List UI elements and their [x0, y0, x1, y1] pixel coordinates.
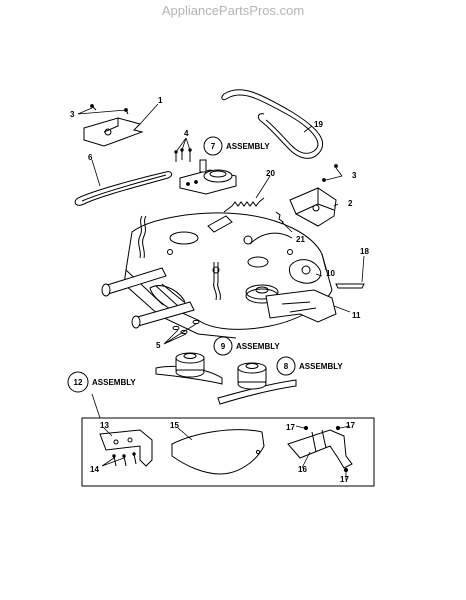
callout-8-assembly: 8 ASSEMBLY — [276, 356, 343, 376]
part-17-nuts[interactable] — [303, 425, 349, 473]
callout-11: 11 — [352, 311, 361, 320]
callout-7-assembly: 7 ASSEMBLY — [203, 136, 270, 156]
part-12-assembly-box — [81, 417, 375, 487]
part-13-bracket[interactable] — [99, 429, 153, 467]
callout-10: 10 — [326, 269, 335, 278]
callout-18: 18 — [360, 247, 369, 256]
deck-front-roller[interactable] — [101, 267, 195, 329]
callout-6: 6 — [88, 153, 93, 162]
leader-lines — [77, 103, 365, 480]
watermark: AppliancePartsPros.com — [162, 3, 304, 18]
callout-3-right: 3 — [352, 171, 357, 180]
part-14-bolts[interactable] — [112, 452, 137, 467]
callout-19: 19 — [314, 120, 323, 129]
callout-15: 15 — [170, 421, 179, 430]
part-6-belt[interactable] — [74, 171, 173, 206]
part-15-shield[interactable] — [171, 429, 265, 475]
callout-3-left: 3 — [70, 110, 75, 119]
deck-chain-center[interactable] — [213, 262, 221, 301]
deck-chain-left[interactable] — [138, 215, 147, 259]
callout-13: 13 — [100, 421, 109, 430]
callout-4: 4 — [184, 129, 189, 138]
callout-12-assembly: 12 ASSEMBLY — [67, 371, 136, 393]
part-20-spring[interactable] — [223, 197, 265, 213]
callout-14: 14 — [90, 465, 99, 474]
part-2-bracket[interactable] — [289, 187, 337, 227]
callout-17-left: 17 — [286, 423, 295, 432]
callout-17-bottom: 17 — [340, 475, 349, 484]
svg-text:ASSEMBLY: ASSEMBLY — [226, 142, 270, 151]
svg-text:8: 8 — [284, 362, 289, 371]
part-8-blade-assembly[interactable] — [217, 362, 297, 405]
part-10-spindle[interactable] — [289, 259, 322, 284]
part-1-bracket[interactable] — [83, 117, 144, 147]
part-11-baffle[interactable] — [265, 289, 337, 323]
callout-1: 1 — [158, 96, 163, 105]
part-18-rod[interactable] — [335, 283, 365, 289]
svg-text:12: 12 — [74, 378, 83, 387]
part-9-blade-assembly[interactable] — [155, 352, 223, 385]
svg-text:7: 7 — [211, 142, 216, 151]
callout-17-right: 17 — [346, 421, 355, 430]
part-5-washers[interactable] — [172, 319, 200, 335]
callout-16: 16 — [298, 465, 307, 474]
svg-text:ASSEMBLY: ASSEMBLY — [299, 362, 343, 371]
callout-20: 20 — [266, 169, 275, 178]
part-3-screws-right[interactable] — [322, 164, 338, 182]
part-19-drive-belt[interactable] — [221, 89, 324, 159]
svg-text:ASSEMBLY: ASSEMBLY — [92, 378, 136, 387]
callout-5: 5 — [156, 341, 161, 350]
callout-21: 21 — [296, 235, 305, 244]
svg-text:ASSEMBLY: ASSEMBLY — [236, 342, 280, 351]
callout-9-assembly: 9 ASSEMBLY — [213, 336, 280, 356]
part-7-idler-assembly[interactable] — [179, 159, 237, 195]
svg-text:9: 9 — [221, 342, 226, 351]
callout-labels: 1 2 3 3 4 5 6 10 11 13 14 15 16 17 17 17… — [70, 96, 369, 484]
part-16-bracket[interactable] — [287, 429, 353, 469]
callout-2: 2 — [348, 199, 353, 208]
